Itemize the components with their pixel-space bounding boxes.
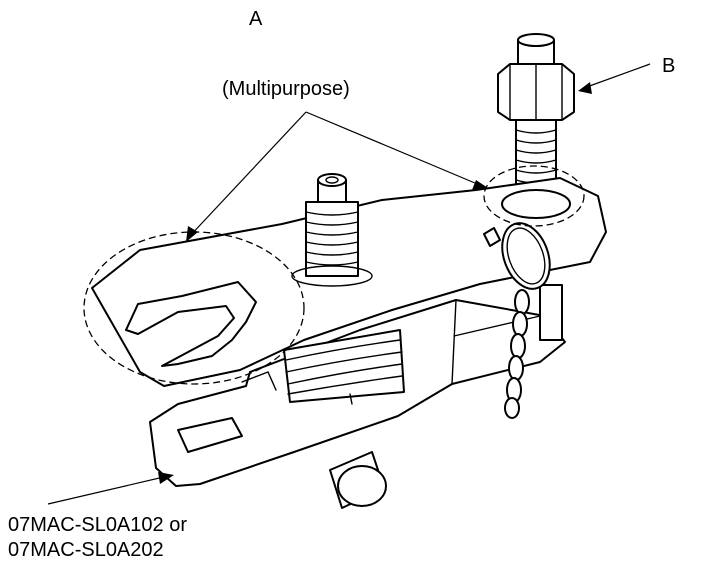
bolt-b <box>497 33 575 341</box>
label-b: B <box>662 55 676 77</box>
ring-and-chain <box>501 222 551 419</box>
bolt-highlight-circle <box>483 165 585 227</box>
cross-pin <box>329 451 387 509</box>
part-number-line-2: 07MAC-SL0A202 <box>8 539 164 561</box>
label-a: A <box>249 8 263 30</box>
spring <box>283 329 405 405</box>
multipurpose-label: (Multipurpose) <box>222 78 350 100</box>
part-number-line-1: 07MAC-SL0A102 or <box>8 514 187 536</box>
center-stud <box>291 173 373 287</box>
callout-leaders <box>47 63 651 505</box>
